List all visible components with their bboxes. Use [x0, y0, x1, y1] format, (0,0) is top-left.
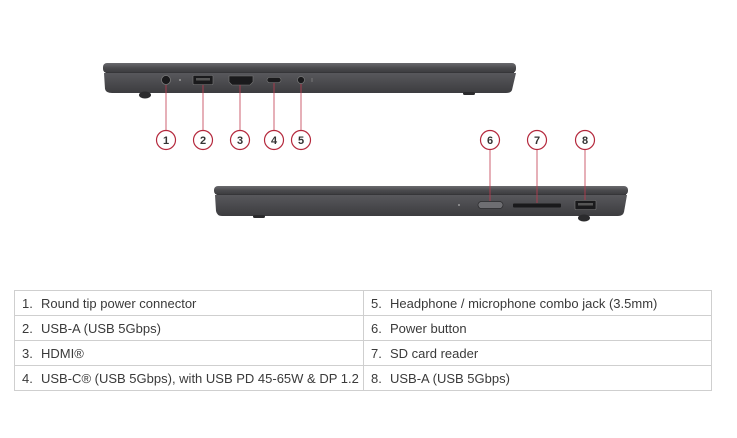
item-number: 5.: [371, 295, 382, 311]
laptop-left-side-view: [103, 63, 516, 99]
item-label: SD card reader: [390, 345, 479, 361]
item-label: USB-C® (USB 5Gbps), with USB PD 45-65W &…: [41, 370, 359, 386]
item-number: 2.: [22, 320, 33, 336]
table-cell: 2. USB-A (USB 5Gbps): [14, 315, 364, 341]
table-row: 1. Round tip power connector 5. Headphone …: [14, 290, 712, 316]
usb-a-tongue: [196, 78, 210, 81]
item-label: USB-A (USB 5Gbps): [390, 370, 510, 386]
power-connector-port: [161, 75, 171, 85]
svg-text:2: 2: [200, 135, 206, 147]
laptop-base: [215, 195, 627, 216]
svg-text:8: 8: [582, 135, 588, 147]
callout-1: 1: [155, 129, 177, 151]
item-number: 7.: [371, 345, 382, 361]
svg-text:1: 1: [163, 135, 169, 147]
sd-card-slot: [513, 203, 561, 208]
callout-4: 4: [263, 129, 285, 151]
power-button: [477, 201, 504, 209]
laptop-ports-diagram: 1 2 3 4 5 6 7 8: [103, 63, 628, 222]
table-cell: 5. Headphone / microphone combo jack (3.5…: [363, 290, 712, 316]
svg-text:6: 6: [487, 135, 493, 147]
usb-c-port: [266, 77, 282, 83]
callout-6: 6: [479, 129, 501, 151]
rubber-foot: [253, 215, 265, 218]
table-row: 2. USB-A (USB 5Gbps) 6. Power button: [14, 315, 712, 341]
table-cell: 3. HDMI®: [14, 340, 364, 366]
item-number: 6.: [371, 320, 382, 336]
callout-badges: 1 2 3 4 5 6 7 8: [155, 129, 596, 151]
ports-legend-table: 1. Round tip power connector 5. Headphone …: [14, 290, 712, 391]
laptop-right-side-view: [214, 186, 628, 222]
callout-3: 3: [229, 129, 251, 151]
item-number: 4.: [22, 370, 33, 386]
callout-8: 8: [574, 129, 596, 151]
item-number: 1.: [22, 295, 33, 311]
usb-a-tongue: [578, 203, 593, 206]
item-label: USB-A (USB 5Gbps): [41, 320, 161, 336]
callout-leaders: [165, 83, 586, 203]
hdmi-port: [228, 75, 254, 86]
table-cell: 8. USB-A (USB 5Gbps): [363, 365, 712, 391]
table-cell: 7. SD card reader: [363, 340, 712, 366]
rubber-foot: [139, 91, 151, 99]
rubber-foot: [578, 214, 590, 222]
laptop-lid: [103, 63, 516, 73]
table-cell: 4. USB-C® (USB 5Gbps), with USB PD 45-65W…: [14, 365, 364, 391]
item-number: 3.: [22, 345, 33, 361]
laptop-lid: [214, 186, 628, 195]
svg-text:7: 7: [534, 135, 540, 147]
rubber-foot: [463, 92, 475, 95]
table-cell: 6. Power button: [363, 315, 712, 341]
svg-text:5: 5: [298, 135, 304, 147]
item-label: Round tip power connector: [41, 295, 197, 311]
table-cell: 1. Round tip power connector: [14, 290, 364, 316]
item-number: 8.: [371, 370, 382, 386]
svg-text:4: 4: [271, 135, 278, 147]
table-row: 4. USB-C® (USB 5Gbps), with USB PD 45-65W…: [14, 365, 712, 391]
callout-7: 7: [526, 129, 548, 151]
callout-5: 5: [290, 129, 312, 151]
table-row: 3. HDMI® 7. SD card reader: [14, 340, 712, 366]
audio-jack-port: [297, 76, 305, 84]
item-label: Power button: [390, 320, 467, 336]
callout-2: 2: [192, 129, 214, 151]
svg-text:3: 3: [237, 135, 243, 147]
charge-indicator-led: [179, 79, 181, 81]
power-indicator-led: [458, 204, 460, 206]
item-label: HDMI®: [41, 345, 84, 361]
item-label: Headphone / microphone combo jack (3.5mm…: [390, 295, 658, 311]
